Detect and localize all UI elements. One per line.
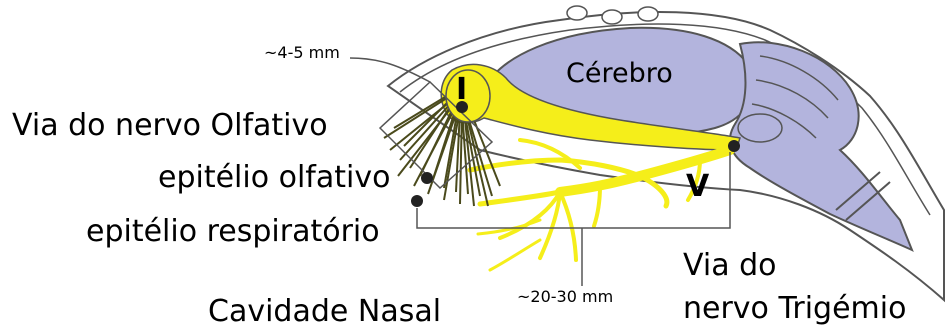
cranial-nerve-i-label: I (456, 72, 467, 107)
olfactory-epithelium-marker (421, 172, 433, 184)
olfactory-bulb (446, 70, 490, 122)
trigeminal-distance-label: ~20-30 mm (517, 287, 613, 306)
olfactory-epithelium-label: epitélio olfativo (158, 160, 390, 195)
olfactory-distance-label: ~4-5 mm (264, 43, 340, 62)
cranial-nerve-v-label: V (686, 169, 710, 204)
trigeminal-branch (540, 192, 560, 258)
skull-bump (638, 7, 658, 21)
respiratory-epithelium-marker (411, 195, 423, 207)
skull-bump (567, 6, 587, 20)
trigeminal-pathway-label-line2: nervo Trigémio (683, 291, 906, 326)
trigeminal-branch (560, 192, 576, 260)
trigeminal-branch (490, 240, 540, 270)
nasal-cavity-label: Cavidade Nasal (208, 294, 441, 329)
olfactory-pathway-label: Via do nervo Olfativo (12, 108, 328, 143)
trigeminal-ganglion-marker (728, 140, 740, 152)
brain-label: Cérebro (566, 58, 673, 89)
trigeminal-branch (594, 186, 600, 226)
trigeminal-pathway-label-line1: Via do (683, 248, 777, 283)
skull-bump (602, 10, 622, 24)
trigeminal-branch (478, 220, 540, 234)
respiratory-epithelium-label: epitélio respiratório (86, 214, 380, 249)
pons (738, 114, 782, 142)
